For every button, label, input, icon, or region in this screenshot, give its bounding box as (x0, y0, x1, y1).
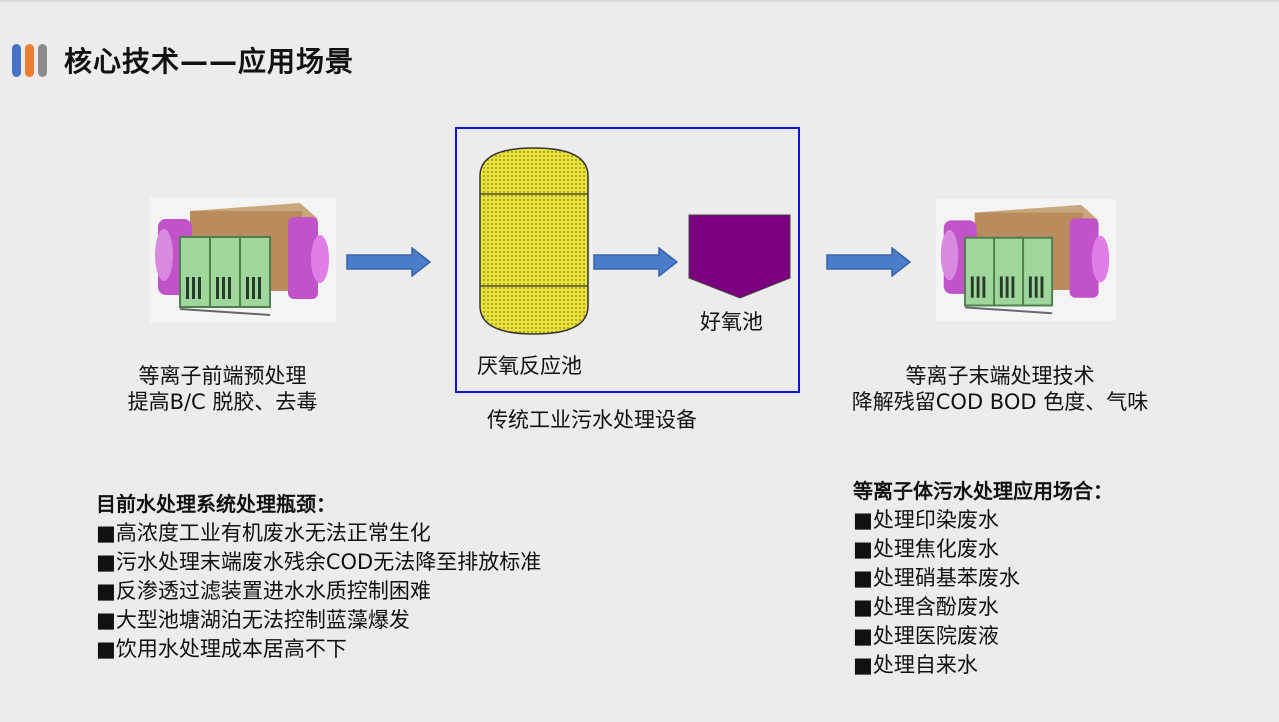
right-caption-line2: 降解残留COD BOD 色度、气味 (851, 390, 1149, 414)
right-plasma-device (936, 199, 1116, 321)
left-caption-line2: 提高B/C 脱胶、去毒 (127, 390, 318, 414)
aerobic-tank (688, 214, 792, 300)
list-item: ■处理医院废液 (853, 624, 999, 648)
flow-arrow-1 (346, 246, 432, 281)
top-divider (0, 0, 1279, 2)
bottleneck-heading: 目前水处理系统处理瓶颈： (96, 492, 336, 516)
list-item: ■处理焦化废水 (853, 537, 999, 561)
traditional-equipment-box (455, 127, 800, 393)
accent-bar-orange (25, 44, 34, 77)
right-caption-line1: 等离子末端处理技术 (905, 364, 1095, 388)
plasma-reactor-icon (936, 199, 1116, 321)
flow-arrow-2 (593, 246, 679, 281)
list-item: ■饮用水处理成本居高不下 (96, 637, 347, 661)
accent-bar-blue (12, 44, 21, 77)
list-item: ■大型池塘湖泊无法控制蓝藻爆发 (96, 608, 410, 632)
list-item: ■处理自来水 (853, 653, 978, 677)
list-item: ■处理含酚废水 (853, 595, 999, 619)
bottleneck-list: 目前水处理系统处理瓶颈： ■高浓度工业有机废水无法正常生化 ■污水处理末端废水残… (96, 490, 541, 664)
anaerobic-tank-label: 厌氧反应池 (477, 354, 582, 378)
page-title: 核心技术——应用场景 (64, 45, 355, 78)
accent-bar-gray (38, 44, 47, 77)
list-item: ■反渗透过滤装置进水水质控制困难 (96, 579, 431, 603)
left-device-caption: 等离子前端预处理 提高B/C 脱胶、去毒 (85, 363, 360, 415)
list-item: ■处理硝基苯废水 (853, 566, 1020, 590)
anaerobic-tank (478, 146, 590, 336)
flow-arrow-3 (826, 246, 912, 281)
pentagon-tank-icon (688, 214, 791, 299)
list-item: ■污水处理末端废水残余COD无法降至排放标准 (96, 550, 542, 574)
left-plasma-device (150, 197, 336, 323)
aerobic-tank-label: 好氧池 (700, 310, 763, 334)
list-item: ■处理印染废水 (853, 508, 999, 532)
list-item: ■高浓度工业有机废水无法正常生化 (96, 521, 431, 545)
plasma-reactor-icon (150, 197, 336, 323)
application-list: 等离子体污水处理应用场合： ■处理印染废水 ■处理焦化废水 ■处理硝基苯废水 ■… (853, 477, 1113, 680)
cylinder-tank-icon (479, 147, 589, 335)
equipment-box-caption: 传统工业污水处理设备 (487, 408, 697, 432)
left-caption-line1: 等离子前端预处理 (138, 364, 307, 388)
application-heading: 等离子体污水处理应用场合： (853, 479, 1113, 503)
right-device-caption: 等离子末端处理技术 降解残留COD BOD 色度、气味 (800, 363, 1200, 415)
